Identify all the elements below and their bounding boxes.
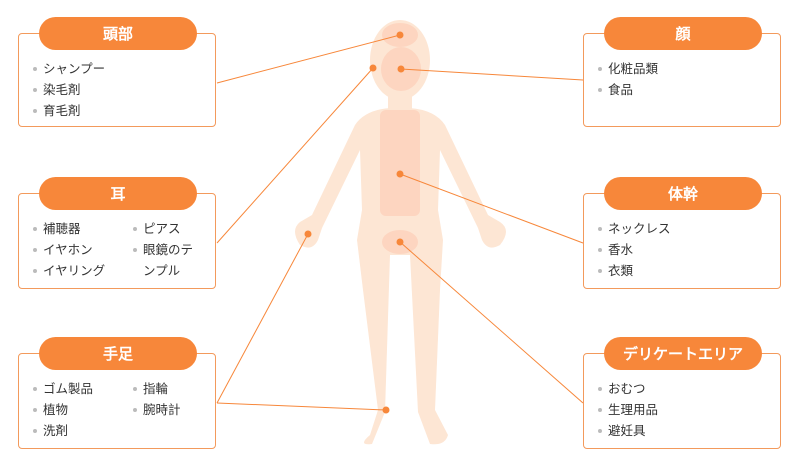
list-item: シャンプー [33, 58, 105, 79]
group-face: 顔 化粧品類 食品 [583, 17, 781, 127]
group-title: 顔 [604, 17, 762, 50]
group-limbs: 手足 ゴム製品 植物 洗剤 指輪 腕時計 [18, 337, 216, 449]
list-item: 補聴器 [33, 218, 121, 239]
list-item: 食品 [598, 79, 658, 100]
group-title: デリケートエリア [604, 337, 762, 370]
group-title: 頭部 [39, 17, 197, 50]
group-title: 手足 [39, 337, 197, 370]
list-item: 避妊具 [598, 420, 658, 441]
connector-lines [216, 34, 584, 411]
list-item: 洗剤 [33, 420, 121, 441]
group-title: 耳 [39, 177, 197, 210]
list-item: イヤホン [33, 239, 121, 260]
list-item: ピアス [133, 218, 205, 239]
list-item: ネックレス [598, 218, 671, 239]
group-head: 頭部 シャンプー 染毛剤 育毛剤 [18, 17, 216, 127]
list-item: 生理用品 [598, 399, 658, 420]
list-item: 香水 [598, 239, 671, 260]
list-item: イヤリング [33, 260, 121, 281]
list-item: ゴム製品 [33, 378, 121, 399]
list-item: おむつ [598, 378, 658, 399]
list-item: 眼鏡のテンプル [133, 239, 205, 281]
group-ear: 耳 補聴器 イヤホン イヤリング ピアス 眼鏡のテンプル [18, 177, 216, 289]
list-item: 指輪 [133, 378, 181, 399]
list-item: 植物 [33, 399, 121, 420]
marker-dots [304, 31, 405, 414]
list-item: 染毛剤 [33, 79, 105, 100]
group-trunk: 体幹 ネックレス 香水 衣類 [583, 177, 781, 289]
group-delicate: デリケートエリア おむつ 生理用品 避妊具 [583, 337, 781, 449]
list-item: 衣類 [598, 260, 671, 281]
list-item: 腕時計 [133, 399, 181, 420]
group-title: 体幹 [604, 177, 762, 210]
list-item: 育毛剤 [33, 100, 105, 121]
list-item: 化粧品類 [598, 58, 658, 79]
